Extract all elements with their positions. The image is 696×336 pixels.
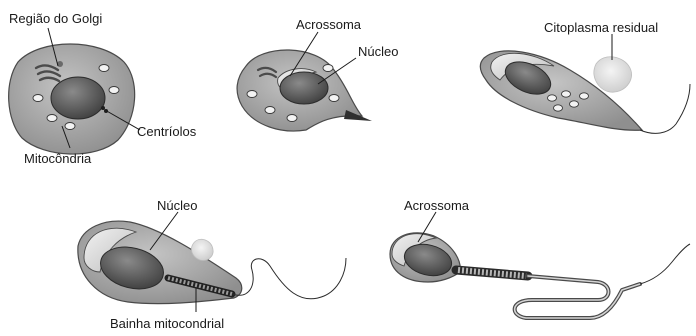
label-centrioles: Centríolos [137,125,196,138]
cell-acrosome-formation [237,50,372,131]
cell-4-tail [232,258,346,299]
cell-5-flagellum-core [515,276,640,318]
cell-4-residual-blob [191,239,213,260]
cell-late-spermatid [78,221,346,304]
cell-5-flagellum [515,276,640,318]
label-golgi-region: Região do Golgi [9,12,102,25]
cell-5-end-piece [640,244,690,284]
label-acrosome-bottom: Acrossoma [404,199,469,212]
label-residual-cytoplasm: Citoplasma residual [544,21,658,34]
label-nucleus-top: Núcleo [358,45,398,58]
cell-elongating [480,51,690,134]
label-nucleus-bottom: Núcleo [157,199,197,212]
cell-3-tail [640,84,690,133]
cell-spermatozoon [390,233,690,318]
residual-cytoplasm-blob [594,57,632,92]
label-acrosome-top: Acrossoma [296,18,361,31]
cell-5-midpiece [456,270,528,276]
label-mitochondria: Mitocôndria [24,152,91,165]
label-mitochondrial-sheath: Bainha mitocondrial [110,317,224,330]
cell-spermatid-early [9,44,135,154]
cell-1-nucleus [51,77,105,119]
cell-2-nucleus [280,72,328,104]
